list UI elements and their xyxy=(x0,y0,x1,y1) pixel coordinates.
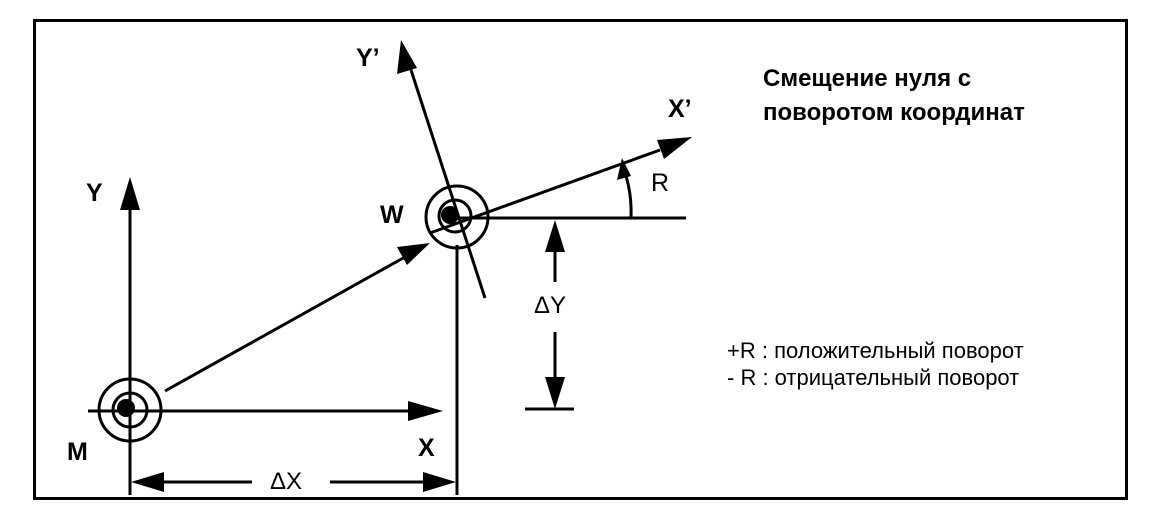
legend-positive-rotation: +R : положительный поворот xyxy=(727,338,1024,363)
delta-y-top-arrowhead xyxy=(545,220,565,252)
w-origin-label: W xyxy=(380,201,404,229)
w-origin-outer-ring xyxy=(424,184,490,250)
m-origin-dot xyxy=(117,399,135,417)
y-prime-axis-arrowhead xyxy=(397,40,417,74)
x-axis-arrowhead xyxy=(408,401,443,421)
x-axis-label: X xyxy=(418,434,435,462)
y-axis-arrowhead xyxy=(120,177,140,210)
delta-y-label: ΔY xyxy=(534,292,567,319)
m-coordinate-system xyxy=(88,177,443,495)
rotation-legend: +R : положительный поворот - R : отрицат… xyxy=(727,337,1024,391)
w-origin-inner-ring xyxy=(437,198,473,234)
m-origin-outer-ring xyxy=(97,377,163,443)
m-origin-inner-ring xyxy=(111,391,149,429)
delta-x-label: ΔX xyxy=(270,468,303,495)
x-prime-axis-arrowhead xyxy=(657,137,692,159)
offset-vector xyxy=(164,243,430,393)
rotation-angle-label: R xyxy=(651,169,670,197)
m-origin-label: M xyxy=(67,438,88,466)
title-line-2: поворотом координат xyxy=(763,99,1025,126)
diagram-frame xyxy=(33,19,1128,500)
legend-negative-rotation: - R : отрицательный поворот xyxy=(727,365,1020,390)
rotation-angle-arc xyxy=(617,158,633,219)
delta-x-dimension xyxy=(131,472,456,492)
w-coordinate-system xyxy=(397,40,692,495)
x-prime-axis-label: X’ xyxy=(668,95,692,123)
x-prime-axis-line xyxy=(429,148,661,235)
delta-x-left-arrowhead xyxy=(131,472,164,492)
title-line-1: Смещение нуля с xyxy=(763,65,972,92)
y-axis-label: Y xyxy=(86,179,103,207)
w-origin-dot xyxy=(441,206,459,224)
rotation-arc-arrowhead xyxy=(617,158,631,180)
delta-y-dimension xyxy=(525,220,574,411)
offset-vector-arrowhead xyxy=(397,243,430,265)
y-prime-axis-line xyxy=(409,69,487,299)
delta-x-right-arrowhead xyxy=(423,472,456,492)
delta-y-bottom-arrowhead xyxy=(545,377,565,409)
y-prime-axis-label: Y’ xyxy=(356,44,380,72)
diagram-title: Смещение нуля с поворотом координат xyxy=(763,62,1025,130)
